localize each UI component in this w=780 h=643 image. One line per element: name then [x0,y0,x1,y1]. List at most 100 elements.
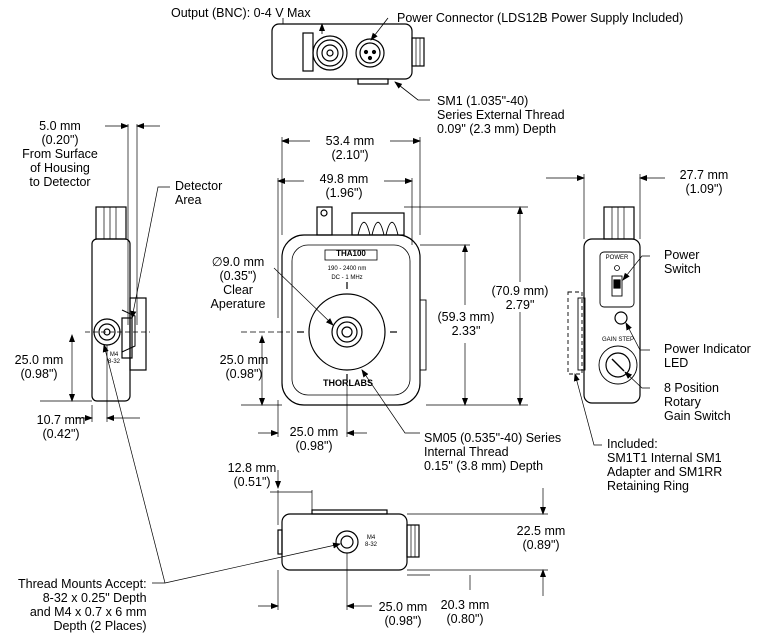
power-indicator-line: LED [664,356,689,370]
detector-area-line: Area [175,193,202,207]
power-panel-text: POWER [605,255,629,261]
dim-line: 27.7 mm [679,168,729,182]
aperture-line: (0.35") [219,269,257,283]
dim-25mm-bottom-view: 25.0 mm (0.98") [369,600,437,628]
thread-mounts-line: and M4 x 0.7 x 6 mm [29,605,147,619]
dim-53-4mm: 53.4 mm (2.10") [310,134,390,162]
left-thread-marks: M4 8-32 [104,352,124,366]
dim-25mm-front-left: 25.0 mm (0.98") [210,353,278,381]
dim-59-3mm: (59.3 mm) 2.33" [430,310,502,338]
dim-line: 22.5 mm [516,524,566,538]
rotary-switch-line: 8 Position [664,381,719,395]
dim-line: 10.7 mm [36,413,86,427]
sm05-thread-callout: SM05 (0.535"-40) Series Internal Thread … [424,431,561,473]
dim-line: 49.8 mm [319,172,369,186]
dim-5mm-callout: 5.0 mm (0.20") From Surface of Housing t… [10,119,110,189]
left-side-view [91,206,147,402]
thread-mark: 8-32 [364,542,377,548]
dim-70-9mm: (70.9 mm) 2.79" [484,284,556,312]
power-indicator-label: Power Indicator LED [664,342,751,370]
dim-line: 53.4 mm [325,134,375,148]
power-indicator-line: Power Indicator [664,342,751,356]
dim-line: (0.98") [384,614,422,628]
dim-line: (70.9 mm) [491,284,549,298]
dim-line: (0.98") [20,367,58,381]
spec-line-1: 190 - 2400 nm [327,266,367,272]
included-line: SM1T1 Internal SM1 [607,451,722,465]
detector-area-line: Detector [175,179,223,193]
front-view [281,206,427,406]
detector-area-label: Detector Area [175,179,222,207]
thread-mounts-line: 8-32 x 0.25" Depth [42,591,147,605]
aperture-line: Aperature [210,297,266,311]
included-line: Included: [607,437,658,451]
sm1-thread-line: Series External Thread [437,108,565,122]
gain-panel-text: GAIN STEP [601,337,634,343]
sm1-thread-line: 0.09" (2.3 mm) Depth [437,122,557,136]
sm05-line: Internal Thread [424,445,509,459]
dim-line: (1.96") [325,186,363,200]
model-label: THA100 [336,249,366,258]
thorlabs-logo: THORLABS [323,378,373,388]
dim-49-8mm: 49.8 mm (1.96") [304,172,384,200]
dim-line: (1.09") [685,182,723,196]
bottom-thread-marks: M4 8-32 [362,535,380,549]
dim-line: 25.0 mm [289,425,339,439]
thread-mounts-callout: Thread Mounts Accept: 8-32 x 0.25" Depth… [18,577,147,633]
dim-line: (59.3 mm) [437,310,495,324]
dim-line: (0.42") [42,427,80,441]
sm05-line: 0.15" (3.8 mm) Depth [424,459,544,473]
thread-mark: 8-32 [107,359,120,365]
sm05-line: SM05 (0.535"-40) Series [424,431,562,445]
power-switch-line: Power [664,248,700,262]
sm1-thread-line: SM1 (1.035"-40) [437,94,529,108]
aperture-line: ∅9.0 mm [211,255,265,269]
rotary-switch-label: 8 Position Rotary Gain Switch [664,381,731,423]
dim-line: 25.0 mm [219,353,269,367]
dim-line: 2.33" [451,324,481,338]
thread-mounts-line: Thread Mounts Accept: [18,577,147,591]
dim-5mm-line: of Housing [30,161,90,175]
dim-5mm-line: to Detector [29,175,91,189]
dim-line: 25.0 mm [14,353,64,367]
dim-line: (0.98") [295,439,333,453]
dim-line: 20.3 mm [440,598,490,612]
dim-5mm-line: From Surface [22,147,98,161]
sm1-thread-callout: SM1 (1.035"-40) Series External Thread 0… [437,94,565,136]
included-line: Adapter and SM1RR [607,465,723,479]
aperture-line: Clear [223,283,253,297]
dim-line: 25.0 mm [378,600,428,614]
dim-25mm-front-bottom: 25.0 mm (0.98") [280,425,348,453]
included-parts-label: Included: SM1T1 Internal SM1 Adapter and… [607,437,722,493]
rotary-switch-line: Gain Switch [664,409,731,423]
dim-27-7mm: 27.7 mm (1.09") [668,168,740,196]
thread-mounts-line: Depth (2 Places) [53,619,147,633]
right-side-view [567,206,641,404]
dim-line: (0.98") [225,367,263,381]
spec-line-2: DC - 1 MHz [331,275,363,281]
dim-line: (0.89") [522,538,560,552]
top-view [271,18,425,85]
dim-line: 12.8 mm [227,461,277,475]
rotary-switch-line: Rotary [664,395,701,409]
dim-line: (2.10") [331,148,369,162]
power-connector-label: Power Connector (LDS12B Power Supply Inc… [397,11,684,25]
thread-mark: M4 [109,352,119,358]
included-line: Retaining Ring [607,479,689,493]
aperture-callout: ∅9.0 mm (0.35") Clear Aperature [200,255,276,311]
dim-line: (0.80") [446,612,484,626]
thread-mark: M4 [366,535,376,541]
dim-12-8mm: 12.8 mm (0.51") [218,461,286,489]
dim-line: (0.51") [233,475,271,489]
power-switch-label: Power Switch [664,248,701,276]
dim-10-7mm: 10.7 mm (0.42") [28,413,94,441]
dim-line: 2.79" [505,298,535,312]
bottom-view [277,509,420,571]
output-bnc-label: Output (BNC): 0-4 V Max [171,6,311,20]
dim-5mm-line: (0.20") [41,133,79,147]
dim-25mm-left-view: 25.0 mm (0.98") [5,353,73,381]
power-switch-line: Switch [664,262,701,276]
dim-20-3mm: 20.3 mm (0.80") [430,598,500,626]
